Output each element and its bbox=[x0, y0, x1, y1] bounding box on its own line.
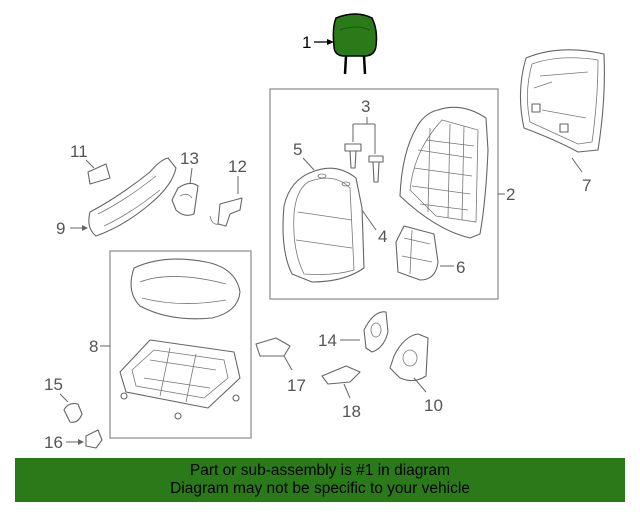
seat-frame-part-8 bbox=[119, 339, 241, 420]
recliner-cover-part-10 bbox=[389, 333, 429, 382]
banner-line-1: Part or sub-assembly is #1 in diagram bbox=[189, 462, 451, 479]
callout-14: 14 bbox=[318, 331, 337, 350]
callout-2: 2 bbox=[506, 185, 515, 204]
pad-part-18 bbox=[321, 365, 361, 385]
cover-part-14 bbox=[363, 311, 389, 353]
callout-7: 7 bbox=[582, 176, 591, 195]
clip-part-11 bbox=[87, 163, 111, 185]
callout-17: 17 bbox=[287, 376, 306, 395]
callout-8: 8 bbox=[89, 337, 98, 356]
callout-9: 9 bbox=[56, 219, 65, 238]
seat-cushion-part-8 bbox=[130, 258, 241, 320]
lumbar-plate-part-6 bbox=[395, 225, 439, 281]
callout-5: 5 bbox=[293, 140, 302, 159]
seatback-panel-part-7 bbox=[519, 49, 605, 153]
callout-1: 1 bbox=[302, 33, 311, 52]
clip-part-16 bbox=[85, 429, 103, 449]
seatback-cushion-part-5 bbox=[282, 167, 365, 283]
seatback-frame-part-2 bbox=[399, 106, 489, 239]
info-banner: Part or sub-assembly is #1 in diagram Di… bbox=[15, 458, 625, 502]
callout-15: 15 bbox=[44, 375, 63, 394]
cable-part-12 bbox=[209, 197, 243, 227]
headrest-part-1[interactable] bbox=[332, 13, 378, 75]
callout-11: 11 bbox=[70, 142, 88, 161]
callout-13: 13 bbox=[180, 149, 199, 168]
cushion-group-box bbox=[109, 250, 252, 439]
callout-12: 12 bbox=[228, 157, 247, 176]
callout-3: 3 bbox=[361, 97, 370, 116]
callout-18: 18 bbox=[342, 402, 361, 421]
callout-4: 4 bbox=[378, 227, 387, 246]
bracket-part-17 bbox=[255, 337, 291, 357]
bolt-part-3 bbox=[344, 143, 384, 183]
callout-6: 6 bbox=[456, 258, 465, 277]
callout-16: 16 bbox=[44, 433, 63, 452]
cap-part-15 bbox=[63, 403, 83, 423]
side-shield-part-9 bbox=[88, 157, 177, 237]
banner-line-2: Diagram may not be specific to your vehi… bbox=[170, 480, 470, 497]
cover-part-13 bbox=[171, 182, 199, 216]
callout-10: 10 bbox=[424, 396, 443, 415]
